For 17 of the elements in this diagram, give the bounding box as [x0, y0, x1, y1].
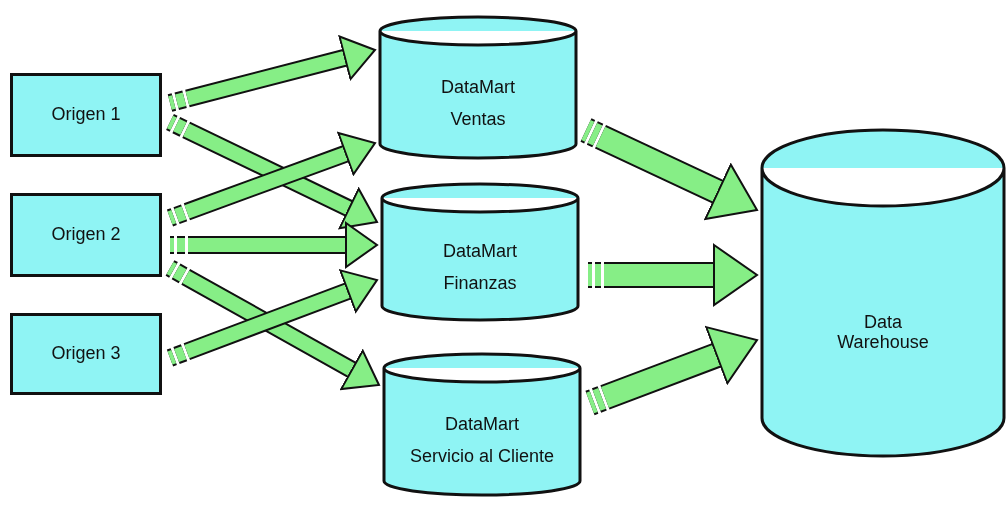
database-cylinder: [382, 352, 582, 497]
node-title: DataMart: [441, 77, 515, 98]
node-label: Origen 3: [51, 344, 121, 364]
node-label: Ventas: [450, 109, 506, 130]
node-label: Servicio al Cliente: [409, 446, 555, 467]
node-title: DataMart: [443, 242, 517, 262]
database-cylinder: [760, 128, 1006, 458]
source-box: [10, 193, 162, 277]
node-label: Origen 2: [51, 225, 121, 245]
node-label: Finanzas: [443, 274, 517, 294]
node-title: DataMart: [445, 414, 519, 435]
node-label: Origen 1: [51, 105, 121, 125]
source-box: [10, 73, 162, 157]
source-box: [10, 313, 162, 395]
node-label: Data Warehouse: [836, 313, 930, 353]
database-cylinder: [380, 182, 580, 322]
database-cylinder: [378, 15, 578, 160]
